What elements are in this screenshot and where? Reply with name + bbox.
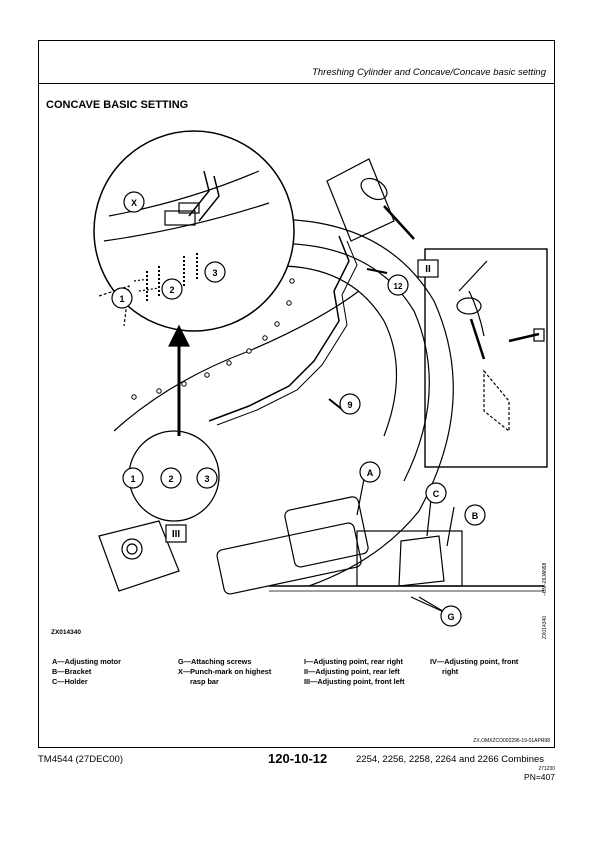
- concave-diagram: X 1 2 3 1 2 3 9 12 A C B G II III: [93, 130, 548, 627]
- callout-b: B: [472, 511, 479, 521]
- callout-iii: III: [172, 529, 181, 540]
- section-title: CONCAVE BASIC SETTING: [46, 99, 189, 111]
- callout-3-detail: 3: [212, 268, 217, 278]
- legend-column-3: I—Adjusting point, rear right II—Adjusti…: [304, 657, 405, 687]
- callout-1-detail: 1: [119, 294, 124, 304]
- legend-item: X—Punch-mark on highest: [178, 667, 272, 676]
- footer-models: 2254, 2256, 2258, 2264 and 2266 Combines: [356, 754, 545, 765]
- footer-code: 271230: [538, 766, 555, 772]
- callout-2-detail: 2: [169, 285, 174, 295]
- legend-item: II—Adjusting point, rear left: [304, 667, 400, 676]
- legend-item: IV—Adjusting point, front: [430, 657, 519, 666]
- callout-2: 2: [168, 474, 173, 484]
- callout-x: X: [131, 198, 137, 208]
- legend-item: A—Adjusting motor: [52, 657, 121, 666]
- running-header: Threshing Cylinder and Concave/Concave b…: [312, 67, 546, 78]
- legend-item: B—Bracket: [52, 667, 92, 676]
- footer-pn: PN=407: [524, 772, 555, 782]
- legend-item: III—Adjusting point, front left: [304, 677, 405, 686]
- legend-column-1: A—Adjusting motor B—Bracket C—Holder: [52, 657, 121, 687]
- callout-c: C: [433, 489, 440, 499]
- page-frame: Threshing Cylinder and Concave/Concave b…: [38, 40, 555, 748]
- side-label-figure: ZX014340: [542, 615, 548, 639]
- legend-item: rasp bar: [190, 677, 219, 686]
- reference-code: ZX,OMXZCO002296-19-01APR98: [473, 738, 550, 744]
- callout-9: 9: [347, 400, 352, 410]
- header-divider: [39, 83, 554, 84]
- callout-3: 3: [204, 474, 209, 484]
- legend-item: I—Adjusting point, rear right: [304, 657, 403, 666]
- callout-a: A: [367, 468, 374, 478]
- figure-id: ZX014340: [51, 629, 81, 636]
- callout-1: 1: [130, 474, 135, 484]
- legend-column-2: G—Attaching screws X—Punch-mark on highe…: [178, 657, 271, 687]
- callout-ii: II: [425, 264, 431, 275]
- callout-12: 12: [394, 282, 403, 291]
- footer-manual-id: TM4544 (27DEC00): [38, 754, 124, 765]
- side-label-date: –UN–26JAN98: [542, 562, 548, 596]
- legend-item: right: [442, 667, 459, 676]
- footer-page-number: 120-10-12: [268, 751, 328, 766]
- legend-item: G—Attaching screws: [178, 657, 252, 666]
- legend-column-4: IV—Adjusting point, front right: [430, 657, 518, 677]
- legend-item: C—Holder: [52, 677, 88, 686]
- callout-g: G: [447, 612, 454, 622]
